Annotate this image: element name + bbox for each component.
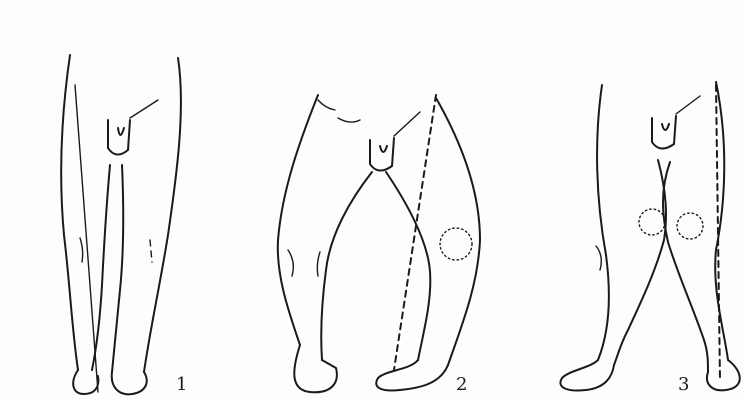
fig1-right-inner-contour <box>112 165 123 372</box>
fig3-right-kneecap <box>677 213 703 239</box>
fig1-right-foot <box>112 372 147 394</box>
fig1-left-foot <box>73 370 98 394</box>
fig3-left-foot <box>560 360 614 391</box>
fig2-left-inner-contour <box>321 172 372 360</box>
fig3-genitals <box>652 116 676 149</box>
fig1-groin-line <box>130 100 158 118</box>
fig2-right-outer-contour <box>436 98 480 365</box>
fig2-right-foot <box>376 360 448 391</box>
fig1-genitals <box>108 120 130 155</box>
figure-2-bow-legs <box>278 95 480 392</box>
fig2-right-inner-contour <box>386 172 430 360</box>
fig2-left-knee-mark <box>288 250 320 276</box>
fig3-left-kneecap <box>639 209 665 235</box>
fig1-left-knee-mark <box>80 238 83 262</box>
figure-3-knock-knees <box>560 82 739 391</box>
fig1-right-knee-mark <box>150 240 152 262</box>
fig2-genitals <box>370 138 394 171</box>
figure-number-3: 3 <box>678 374 689 395</box>
figure-number-1: 1 <box>176 374 187 395</box>
fig2-kneecap <box>440 228 472 260</box>
fig3-left-shin-mark <box>596 246 601 270</box>
fig2-axis-line <box>394 95 436 370</box>
figure-1-straight-legs <box>61 55 181 394</box>
fig2-groin-line <box>394 112 420 136</box>
fig2-pelvis-line <box>318 100 360 122</box>
fig2-left-foot <box>294 345 337 392</box>
fig2-left-outer-contour <box>278 95 318 345</box>
fig3-right-inner-contour <box>663 162 708 372</box>
fig3-left-outer-contour <box>597 85 609 360</box>
fig3-left-inner-contour <box>614 160 666 365</box>
fig1-axis-line <box>75 85 98 392</box>
fig1-left-outer-contour <box>61 55 78 370</box>
fig3-right-foot <box>707 360 740 390</box>
figure-number-2: 2 <box>456 374 467 395</box>
fig3-groin-line <box>676 96 700 114</box>
